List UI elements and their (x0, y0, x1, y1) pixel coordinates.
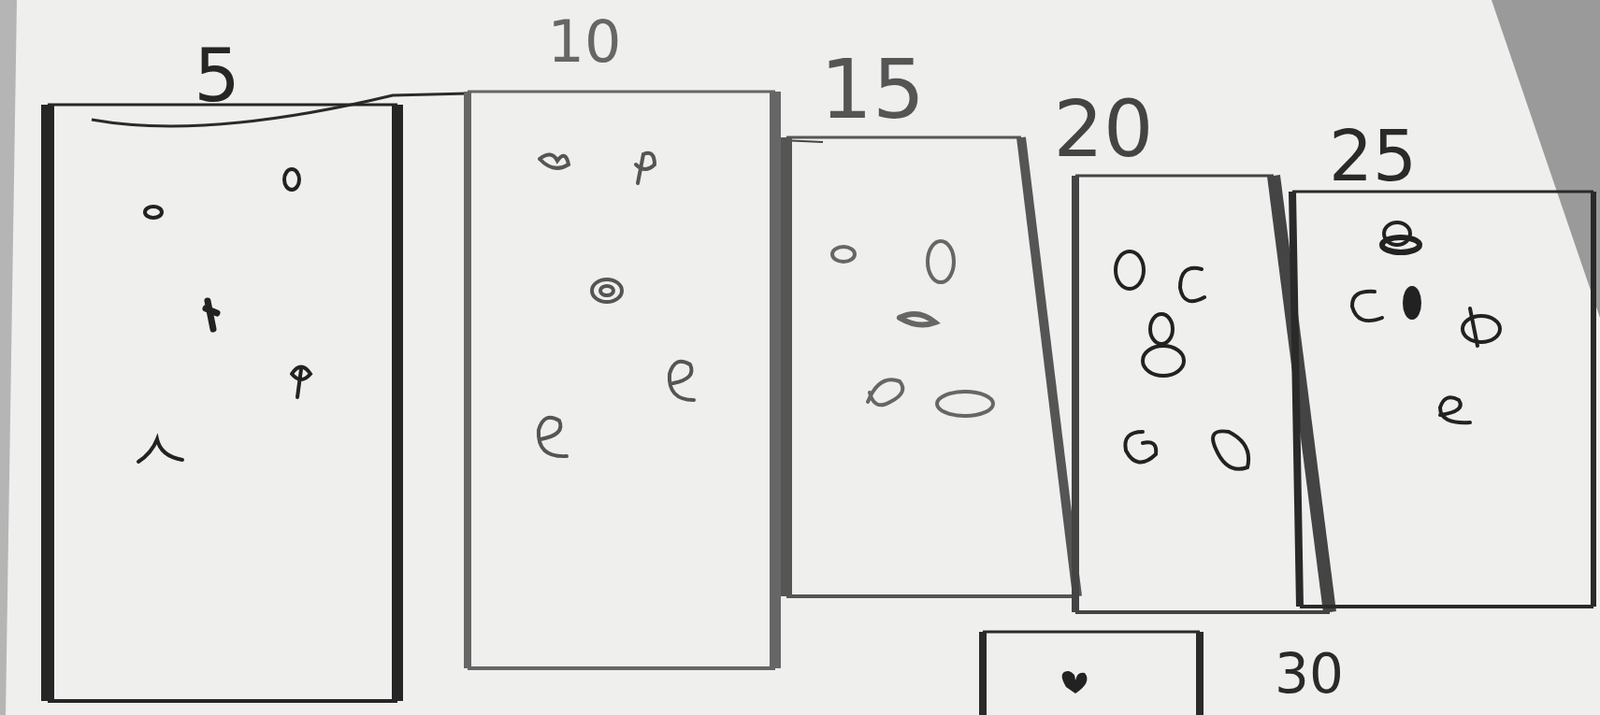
box-edge (463, 91, 472, 669)
dot (1062, 671, 1088, 694)
box-edge (982, 631, 1200, 635)
box-edge (780, 137, 793, 597)
page-shadow (0, 0, 17, 715)
count-label: 15 (820, 48, 925, 131)
dots (832, 241, 994, 417)
box-edge (769, 91, 781, 669)
sketch-box: 15 (780, 137, 1082, 597)
dot (1115, 251, 1144, 289)
dots (138, 169, 311, 462)
box-edge (1075, 174, 1274, 178)
dots (1115, 251, 1249, 470)
box-edge (786, 136, 1022, 140)
sketch-box: 25 (1296, 191, 1597, 607)
box-edge (1299, 605, 1594, 609)
dot (539, 154, 569, 168)
dot (1382, 237, 1420, 253)
box-edge (467, 666, 776, 671)
box-edge (786, 594, 1078, 599)
sketch-box: 30 (979, 632, 1204, 715)
count-label: 25 (1328, 121, 1417, 191)
dot (832, 246, 855, 262)
dot (1142, 345, 1184, 376)
box-edge (1590, 191, 1597, 607)
dot (1150, 314, 1173, 345)
count-label: 20 (1053, 89, 1154, 169)
sketch-box: 5 (41, 104, 404, 702)
dot (205, 301, 217, 330)
dots (1352, 222, 1500, 423)
box-edge (47, 699, 398, 704)
dot (1180, 268, 1205, 302)
dot (291, 367, 311, 399)
dot (1470, 308, 1478, 346)
dot (936, 391, 994, 417)
dot (927, 241, 954, 283)
dot (1124, 432, 1156, 463)
sketch-box: 10 (463, 91, 781, 669)
box-edge (1021, 137, 1078, 597)
dot (635, 153, 655, 184)
box-edge (1196, 632, 1204, 715)
box-edge (391, 104, 404, 702)
dot (600, 286, 614, 296)
count-label: 10 (547, 13, 622, 72)
box-outline (41, 104, 404, 702)
dot (1440, 397, 1471, 423)
dot (1212, 431, 1249, 469)
dot (1352, 291, 1383, 321)
dot (138, 439, 183, 462)
count-label: 30 (1274, 647, 1344, 702)
box-edge (1273, 175, 1330, 613)
dot (1462, 316, 1500, 343)
box-edge (979, 632, 987, 715)
box-edge (467, 90, 776, 94)
page-shadow (1491, 0, 1600, 318)
dot (591, 279, 622, 303)
box-edge (1292, 191, 1300, 607)
dot (1404, 288, 1420, 318)
dot (284, 169, 300, 190)
box-outline (463, 91, 781, 669)
box-outline (979, 632, 1204, 715)
dot (899, 314, 936, 326)
count-label: 5 (193, 39, 241, 113)
box-edge (1071, 175, 1080, 613)
sketch-line (91, 93, 468, 127)
dot (669, 361, 694, 401)
box-edge (41, 104, 55, 702)
dot (867, 379, 903, 405)
box-outline (1296, 191, 1597, 607)
dots (538, 153, 694, 457)
dot (538, 418, 567, 457)
dot (144, 206, 162, 218)
box-edge (1075, 610, 1330, 615)
box-outline (780, 137, 1082, 597)
